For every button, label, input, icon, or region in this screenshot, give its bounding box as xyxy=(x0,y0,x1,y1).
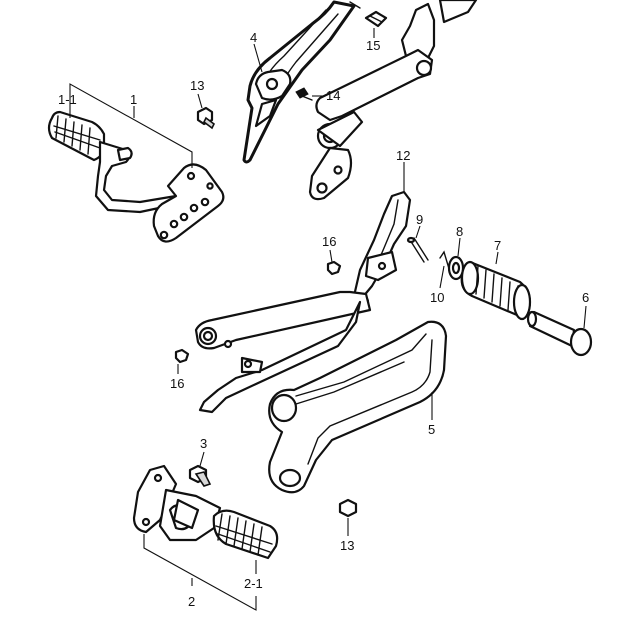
part-6-pivot-pin[interactable] xyxy=(526,310,593,357)
callout-16-top: 16 xyxy=(322,234,336,249)
callout-10: 10 xyxy=(430,290,444,305)
part-1-1-footpeg-rubber[interactable] xyxy=(47,110,106,162)
callout-6: 6 xyxy=(582,290,589,305)
callout-13-top: 13 xyxy=(190,78,204,93)
leader-lines xyxy=(69,28,587,611)
part-13-bolt-bottom[interactable] xyxy=(338,498,358,518)
callout-labels: 1-1 1 13 4 14 15 12 16 9 8 7 10 6 16 5 3… xyxy=(58,30,589,609)
part-9-pin[interactable] xyxy=(406,236,429,263)
callout-15: 15 xyxy=(366,38,380,53)
callout-8: 8 xyxy=(456,224,463,239)
part-13-bolt-top[interactable] xyxy=(196,106,216,130)
callout-13-bottom: 13 xyxy=(340,538,354,553)
callout-16-bottom: 16 xyxy=(170,376,184,391)
part-1-footrest-assembly[interactable] xyxy=(47,110,225,243)
part-16-bolt-bottom[interactable] xyxy=(174,348,190,364)
part-15-clip[interactable] xyxy=(364,10,388,28)
part-7-rear-footpeg-rubber[interactable] xyxy=(460,260,532,321)
callout-14: 14 xyxy=(326,88,340,103)
part-16-bolt-top[interactable] xyxy=(326,260,342,276)
callout-12: 12 xyxy=(396,148,410,163)
part-12-rear-bracket[interactable] xyxy=(194,190,412,414)
part-10-cotter-pin[interactable] xyxy=(439,250,451,273)
callout-9: 9 xyxy=(416,212,423,227)
part-2-1-footpeg-rubber[interactable] xyxy=(212,509,279,560)
part-2-footrest-assembly[interactable] xyxy=(132,464,279,560)
callout-1: 1 xyxy=(130,92,137,107)
upper-rear-bracket[interactable] xyxy=(308,0,478,201)
part-4-heel-guard[interactable] xyxy=(242,0,361,164)
part-3-bolt[interactable] xyxy=(188,464,212,487)
callout-5: 5 xyxy=(428,422,435,437)
callout-4: 4 xyxy=(250,30,257,45)
part-5-heel-plate[interactable] xyxy=(268,320,448,494)
callout-7: 7 xyxy=(494,238,501,253)
callout-2-1: 2-1 xyxy=(244,576,263,591)
callout-1-1: 1-1 xyxy=(58,92,77,107)
part-8-washer[interactable] xyxy=(447,255,465,281)
callout-2: 2 xyxy=(188,594,195,609)
part-14-screw[interactable] xyxy=(295,87,313,101)
callout-3: 3 xyxy=(200,436,207,451)
